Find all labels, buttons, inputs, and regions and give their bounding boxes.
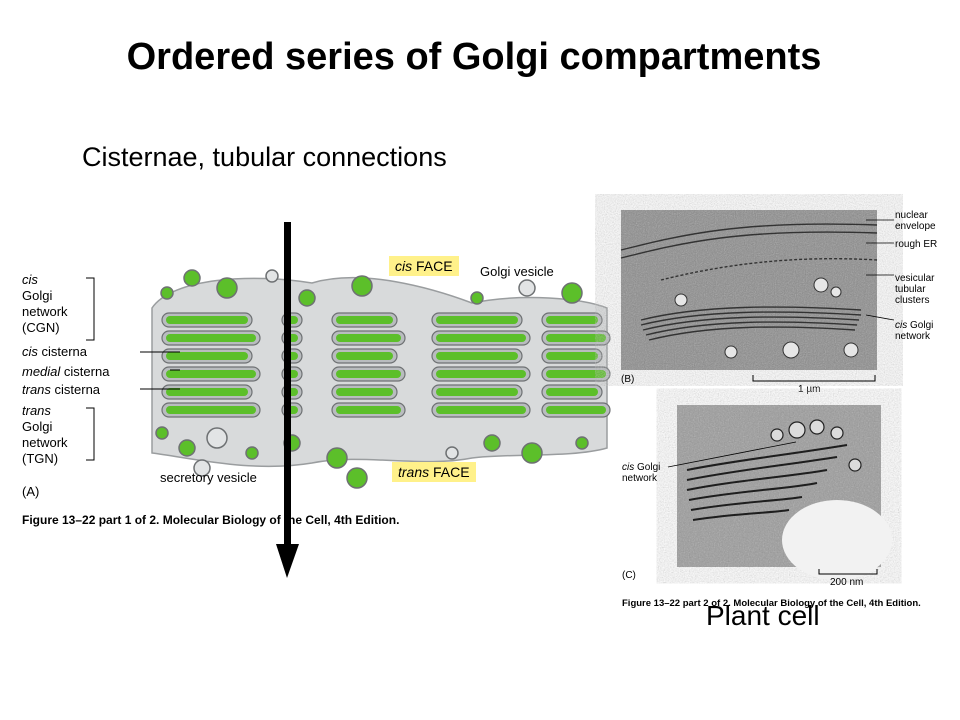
scale-c-label: 200 nm <box>830 577 864 588</box>
cisterna-lumen <box>546 334 606 342</box>
secretory-vesicle-label: secretory vesicle <box>160 470 257 485</box>
vesicle <box>483 434 501 452</box>
cisterna-lumen <box>436 388 518 396</box>
cisterna-lumen <box>336 370 401 378</box>
vesicle <box>298 289 316 307</box>
cisternae-stack <box>161 312 611 418</box>
vesicle <box>521 442 543 464</box>
vesicle <box>155 426 169 440</box>
cisterna-lumen <box>546 388 598 396</box>
cisterna-lumen <box>336 352 393 360</box>
figure-b-leaders <box>865 219 895 321</box>
vesicle <box>518 279 536 297</box>
rough-er-label: rough ER <box>895 239 938 250</box>
cisterna-lumen <box>336 406 401 414</box>
cisterna-lumen <box>166 388 248 396</box>
vesicle <box>265 269 279 283</box>
figure-c-leader <box>667 441 797 468</box>
vesicle <box>183 269 201 287</box>
cis-face-tag: cis FACE <box>389 256 459 276</box>
cisterna-lumen <box>166 406 256 414</box>
direction-arrow <box>276 222 299 578</box>
scale-b-label: 1 µm <box>798 384 821 395</box>
panel-b-label: (B) <box>621 374 635 385</box>
vesicle <box>326 447 348 469</box>
em-micrograph-b <box>620 210 878 370</box>
cisterna-lumen <box>166 334 256 342</box>
cisterna-lumen <box>436 370 526 378</box>
cisterna-lumen <box>436 352 518 360</box>
cisterna-lumen <box>546 352 598 360</box>
label-leaders <box>86 277 180 461</box>
figure-a-caption: Figure 13–22 part 1 of 2. Molecular Biol… <box>22 513 400 527</box>
vesicle <box>160 286 174 300</box>
golgi-diagram <box>151 269 611 489</box>
cisterna-lumen <box>166 370 256 378</box>
em-micrograph-c <box>677 405 892 580</box>
trans-face-tag: trans FACE <box>392 462 476 482</box>
cisterna-lumen <box>546 406 606 414</box>
panel-c-label: (C) <box>622 570 636 581</box>
panel-a-label: (A) <box>22 484 40 499</box>
cisterna-lumen <box>336 316 393 324</box>
vesicle <box>561 282 583 304</box>
vesicle <box>216 277 238 299</box>
plant-cell-label: Plant cell <box>706 600 820 631</box>
slide-subtitle: Cisternae, tubular connections <box>82 142 447 172</box>
scale-bar-c <box>818 569 878 575</box>
slide-title: Ordered series of Golgi compartments <box>126 36 822 78</box>
cgn-label: cis Golgi network (CGN) <box>22 272 68 335</box>
vesicle <box>346 467 368 489</box>
cis-cisterna-label: cis cisterna <box>22 344 88 359</box>
medial-cisterna-label: medial cisterna <box>22 364 110 379</box>
cisterna-lumen <box>336 388 393 396</box>
vesicle <box>206 427 228 449</box>
vesicle <box>445 446 459 460</box>
scale-bar-b <box>752 375 876 382</box>
tgn-label: trans Golgi network (TGN) <box>22 403 68 466</box>
cisterna-lumen <box>546 370 606 378</box>
vesicle <box>575 436 589 450</box>
cisterna-lumen <box>336 334 401 342</box>
vesicle <box>245 446 259 460</box>
cisterna-lumen <box>436 316 518 324</box>
vesicle <box>351 275 373 297</box>
figure-c-caption: Figure 13–22 part 2 of 2. Molecular Biol… <box>622 598 921 609</box>
golgi-vesicle-label: Golgi vesicle <box>480 264 554 279</box>
vesicle <box>193 459 211 477</box>
cisterna-lumen <box>166 352 248 360</box>
vesicle <box>178 439 196 457</box>
cisterna-lumen <box>546 316 598 324</box>
cisterna-lumen <box>166 316 248 324</box>
trans-cisterna-label: trans cisterna <box>22 382 101 397</box>
cisterna-lumen <box>436 406 526 414</box>
cisterna-lumen <box>436 334 526 342</box>
vesicle <box>470 291 484 305</box>
